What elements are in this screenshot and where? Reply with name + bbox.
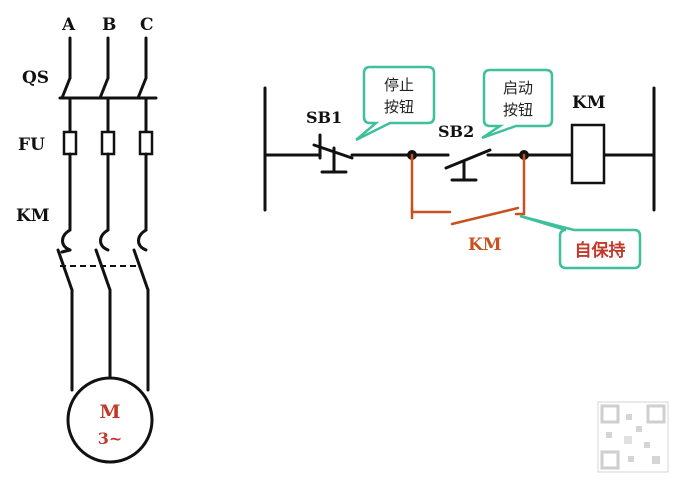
motor-wires [70, 288, 150, 392]
stop-callout-line2: 按钮 [384, 98, 414, 116]
stop-callout-line1: 停止 [384, 76, 414, 94]
phase-a-label: A [61, 15, 76, 35]
fu-label: FU [18, 135, 45, 155]
qr-code-watermark [597, 401, 669, 473]
km-aux-label: KM [468, 235, 502, 255]
km-aux-contact: KM [410, 153, 526, 255]
start-callout-line2: 按钮 [503, 101, 533, 119]
qs-switch [58, 76, 158, 134]
control-main-line [263, 150, 656, 160]
km-main-label: KM [16, 206, 50, 226]
phase-wires-top [68, 36, 148, 80]
motor: M 3~ [66, 376, 154, 464]
km-coil-label: KM [572, 93, 606, 113]
sb2-start-button: SB2 [438, 122, 492, 182]
qs-label: QS [22, 68, 49, 88]
start-callout-line1: 启动 [503, 79, 533, 97]
sb2-label: SB2 [438, 122, 474, 141]
phase-c-label: C [140, 15, 154, 35]
control-circuit: SB1 SB2 KM KM 停止 按钮 [263, 65, 656, 270]
stop-callout: 停止 按钮 [355, 65, 436, 142]
km-main-contacts [56, 228, 150, 292]
sb1-stop-button: SB1 [306, 108, 354, 174]
km-coil: KM [570, 93, 606, 185]
hold-callout-text: 自保持 [575, 240, 626, 261]
hold-callout: 自保持 [519, 214, 642, 270]
motor-label: M [99, 401, 120, 423]
fu-fuses [62, 130, 154, 232]
motor-phase-label: 3~ [98, 429, 123, 448]
power-circuit: A B C QS FU KM [16, 15, 158, 464]
start-callout: 启动 按钮 [481, 68, 554, 140]
phase-b-label: B [102, 15, 116, 35]
sb1-label: SB1 [306, 108, 342, 127]
